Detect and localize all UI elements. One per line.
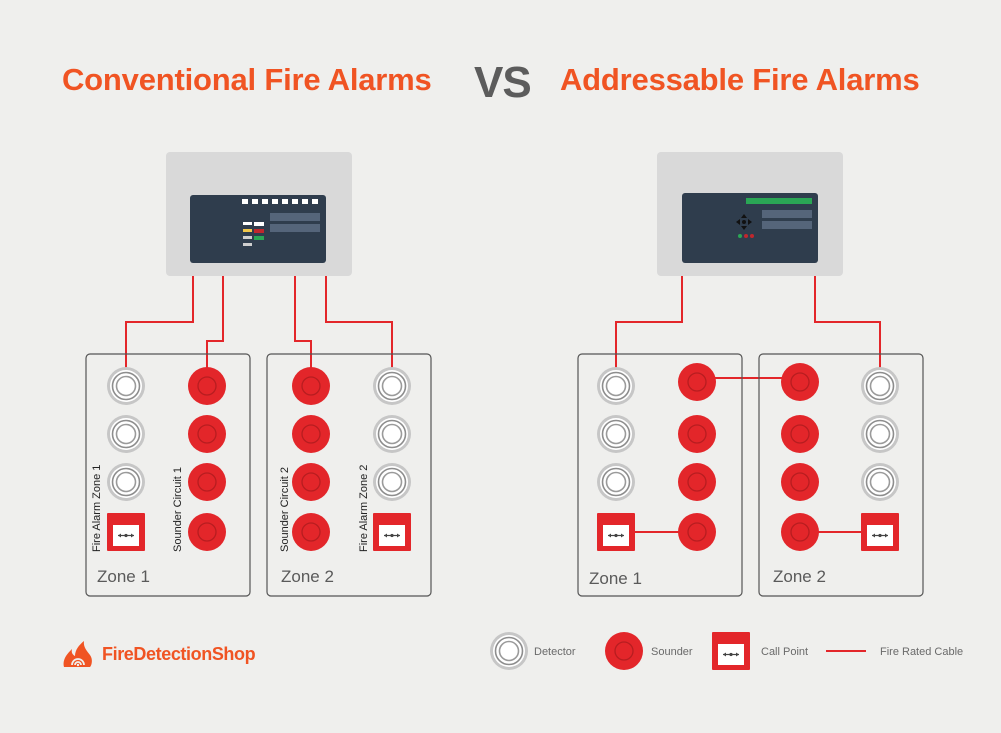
circuit-label-fire-alarm-zone-1: Fire Alarm Zone 1	[91, 465, 103, 552]
legend-detector: Detector	[489, 631, 576, 671]
conventional-zone-2-detectors	[372, 366, 412, 552]
call-point-icon	[711, 631, 751, 671]
addressable-zone-2-sounders	[780, 362, 820, 552]
sounder-icon	[780, 414, 820, 454]
conventional-sounder-circuit-2	[291, 366, 331, 552]
vs-label: VS	[474, 58, 532, 107]
legend-call-point-label: Call Point	[761, 646, 808, 658]
legend-call-point: Call Point	[711, 631, 808, 671]
legend-sounder-label: Sounder	[651, 646, 693, 658]
sounder-icon	[780, 362, 820, 402]
detector-icon	[596, 366, 636, 406]
sounder-icon	[780, 512, 820, 552]
detector-icon	[106, 414, 146, 454]
sounder-icon	[187, 512, 227, 552]
addressable-title: Addressable Fire Alarms	[560, 62, 920, 97]
detector-icon	[596, 414, 636, 454]
sounder-icon	[677, 362, 717, 402]
sounder-icon	[677, 512, 717, 552]
sounder-icon	[291, 512, 331, 552]
sounder-icon	[187, 462, 227, 502]
conventional-zone-1-box	[85, 353, 251, 597]
sounder-icon	[291, 366, 331, 406]
call-point-icon	[372, 512, 412, 552]
brand-logo: FireDetectionShop	[60, 638, 256, 670]
panel-navigation-pad	[736, 214, 752, 230]
addressable-zone-1-box	[577, 353, 743, 597]
conventional-zone-2-box	[266, 353, 432, 597]
legend-sounder: Sounder	[604, 631, 693, 671]
detector-icon	[372, 462, 412, 502]
circuit-label-fire-alarm-zone-2: Fire Alarm Zone 2	[358, 465, 370, 552]
circuit-label-sounder-circuit-1: Sounder Circuit 1	[172, 467, 184, 552]
conventional-control-panel	[166, 152, 352, 276]
detector-icon	[860, 414, 900, 454]
sounder-icon	[291, 414, 331, 454]
call-point-icon	[106, 512, 146, 552]
detector-icon	[489, 631, 529, 671]
legend-cable: Fire Rated Cable	[826, 646, 963, 658]
detector-icon	[106, 462, 146, 502]
sounder-icon	[677, 462, 717, 502]
detector-icon	[372, 366, 412, 406]
flame-wifi-icon	[63, 641, 92, 667]
addressable-control-panel	[657, 152, 843, 276]
conventional-title: Conventional Fire Alarms	[62, 62, 432, 97]
conventional-zone-2-label: Zone 2	[281, 567, 334, 586]
detector-icon	[372, 414, 412, 454]
sounder-icon	[187, 414, 227, 454]
addressable-zone-1-sounders	[677, 362, 717, 552]
call-point-icon	[860, 512, 900, 552]
legend-detector-label: Detector	[534, 646, 576, 658]
conventional-zone-1-label: Zone 1	[97, 567, 150, 586]
legend: Detector Sounder Call Point Fire Rated C…	[489, 631, 963, 671]
circuit-label-sounder-circuit-2: Sounder Circuit 2	[279, 467, 291, 552]
sounder-icon	[291, 462, 331, 502]
sounder-icon	[780, 462, 820, 502]
addressable-zone-1-detectors	[596, 366, 636, 552]
brand-name: FireDetectionShop	[102, 643, 256, 664]
detector-icon	[860, 462, 900, 502]
conventional-zone-1-detectors	[106, 366, 146, 552]
sounder-icon	[604, 631, 644, 671]
addressable-zone-2-box	[758, 353, 924, 597]
conventional-sounder-circuit-1	[187, 366, 227, 552]
detector-icon	[860, 366, 900, 406]
addressable-zone-1-label: Zone 1	[589, 569, 642, 588]
legend-cable-label: Fire Rated Cable	[880, 646, 963, 658]
call-point-icon	[596, 512, 636, 552]
addressable-cables	[615, 276, 881, 533]
addressable-zone-2-detectors	[860, 366, 900, 552]
detector-icon	[106, 366, 146, 406]
sounder-icon	[187, 366, 227, 406]
detector-icon	[596, 462, 636, 502]
sounder-icon	[677, 414, 717, 454]
addressable-zone-2-label: Zone 2	[773, 567, 826, 586]
panel-indicator-row	[242, 199, 318, 204]
